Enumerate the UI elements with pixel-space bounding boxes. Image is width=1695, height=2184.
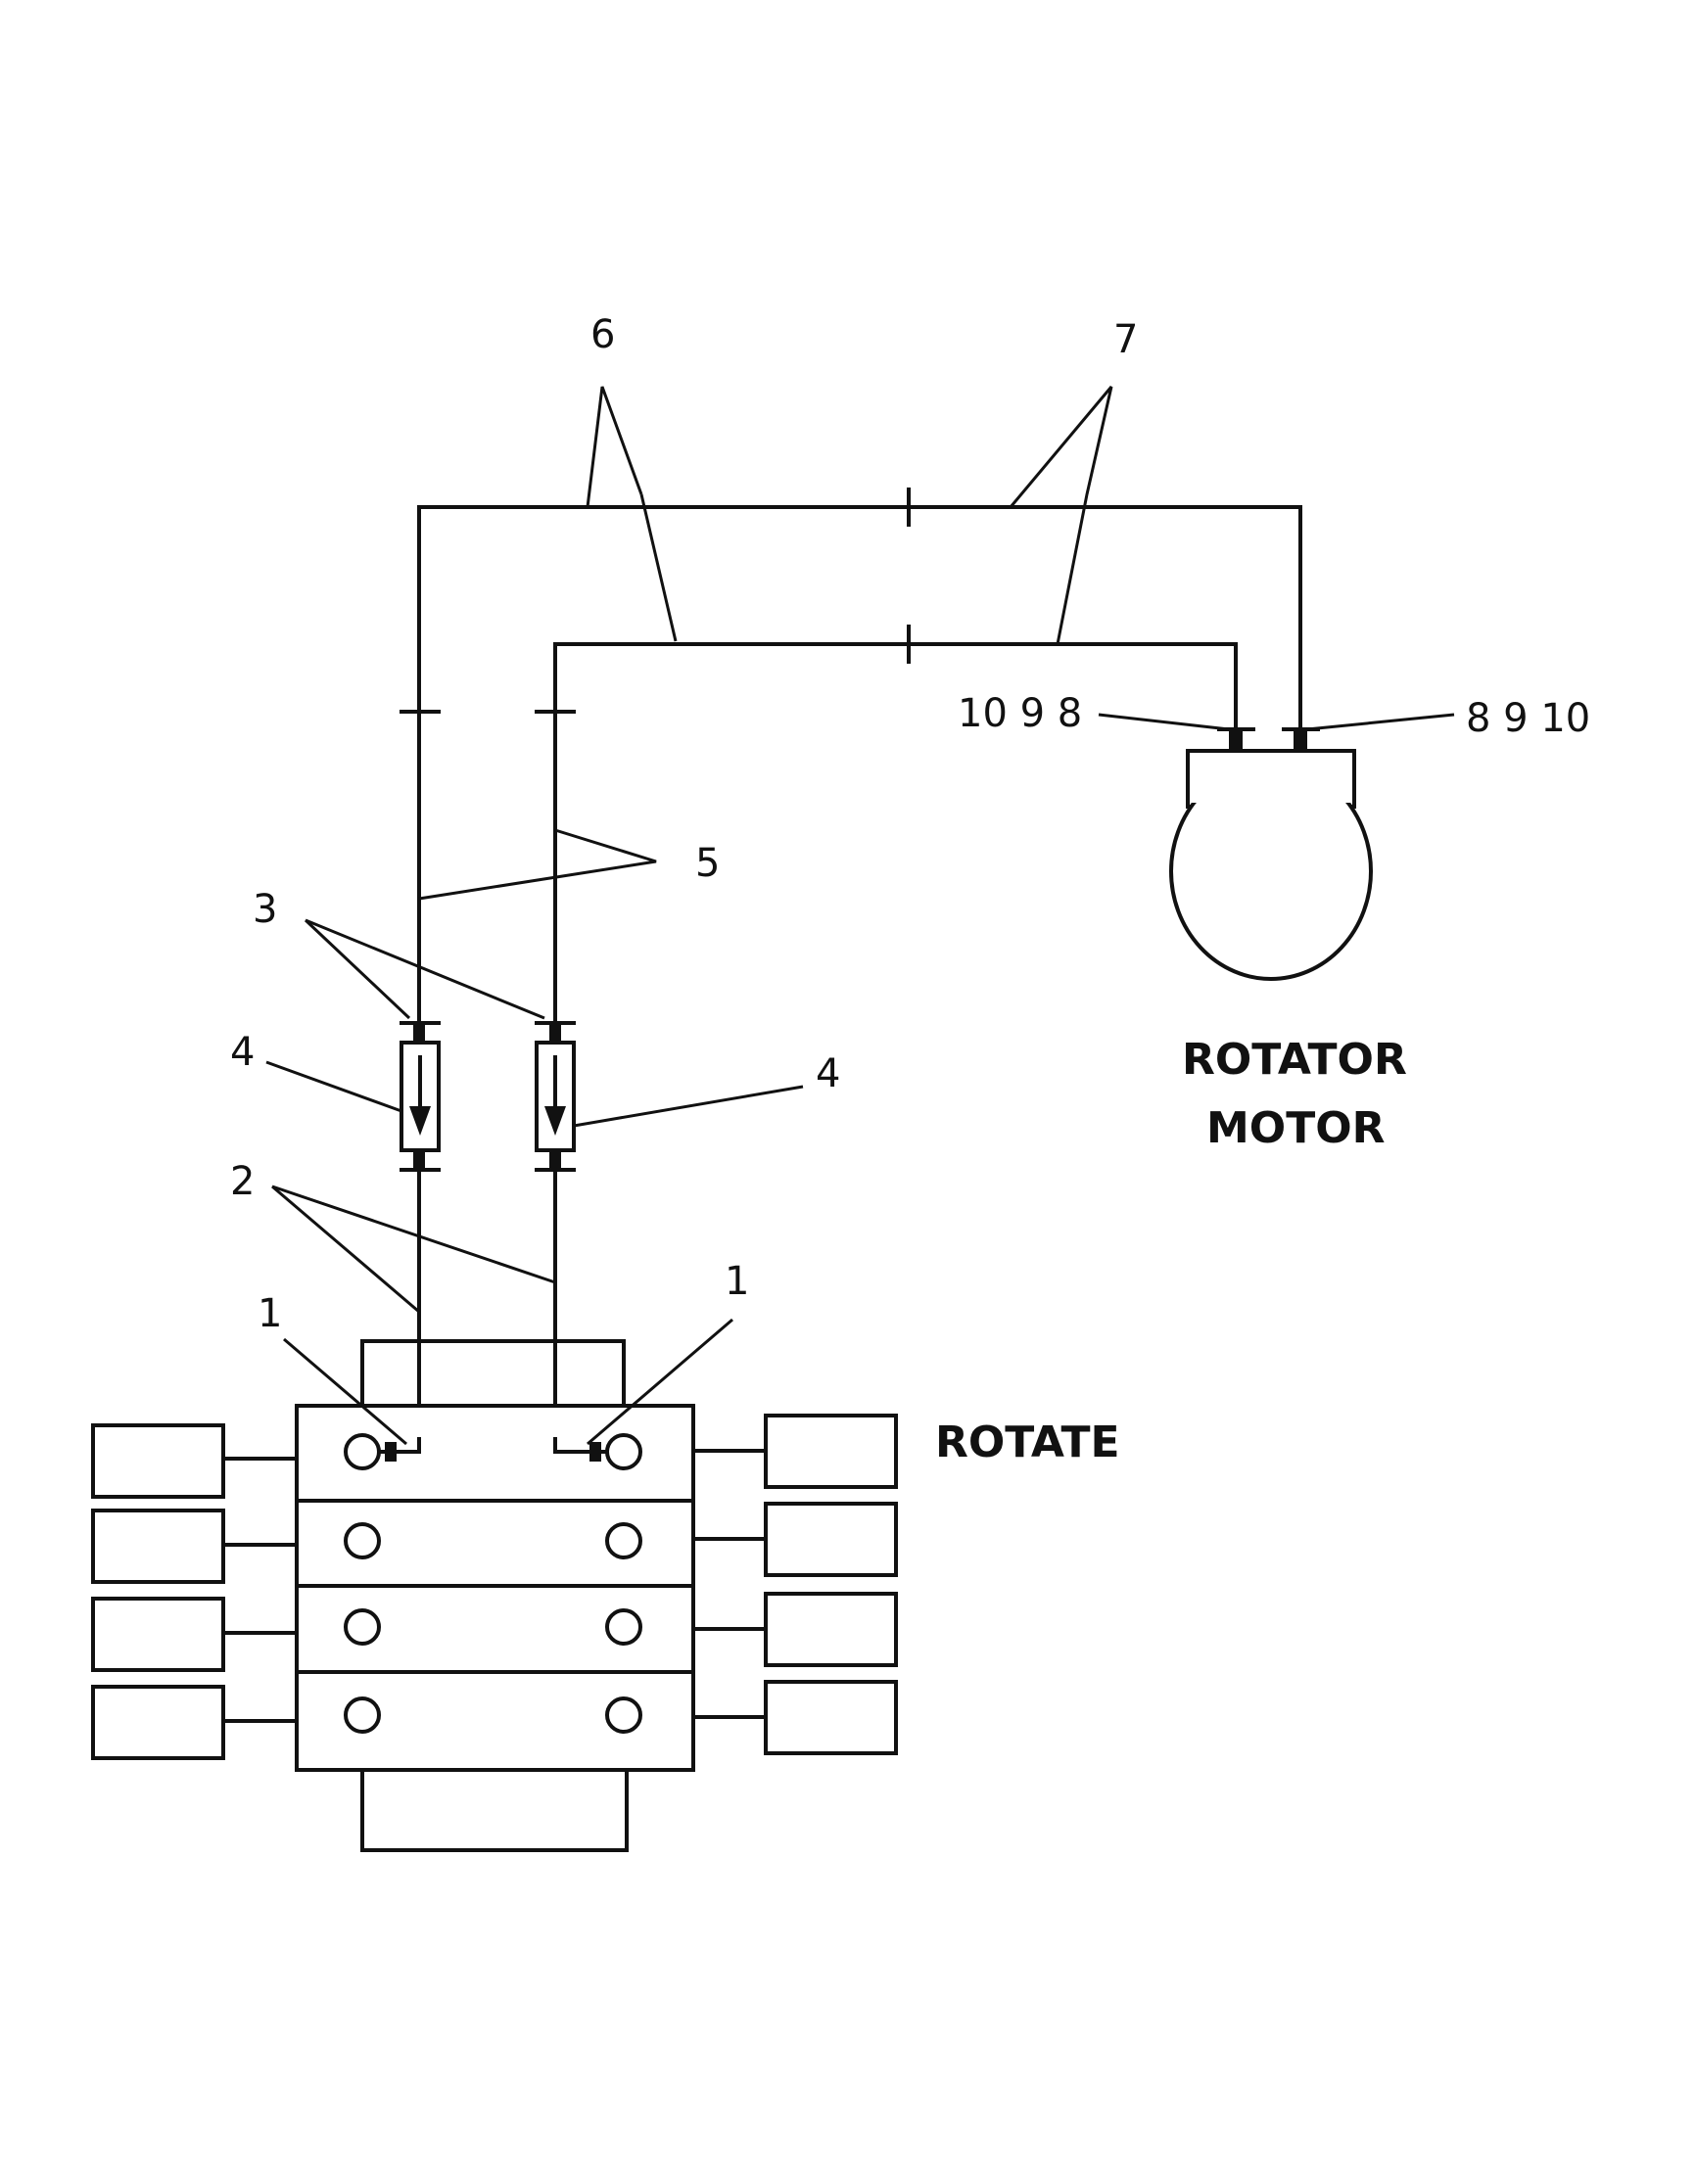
left-levers [91, 1423, 299, 1760]
check-valve-right [535, 1021, 576, 1172]
callout-3: 3 [253, 887, 277, 932]
rotate-label: ROTATE [935, 1417, 1120, 1467]
check-valve-left [400, 1021, 441, 1172]
callout-4-right: 4 [816, 1051, 840, 1096]
callout-leaders [265, 386, 1455, 1446]
callout-numbers: 6 7 10 9 8 8 9 10 5 3 4 4 2 1 1 [230, 312, 1590, 1336]
flow-arrow-icon [544, 1106, 566, 1136]
callout-1-right: 1 [725, 1259, 749, 1304]
rotator-motor [1169, 727, 1373, 981]
callout-2: 2 [230, 1159, 255, 1204]
callout-1-left: 1 [258, 1291, 282, 1336]
tube-joint-marks [400, 488, 911, 714]
valve-ports [344, 1433, 642, 1734]
control-valve-bank [91, 1339, 898, 1852]
flow-arrow-icon [409, 1106, 431, 1136]
rotator-motor-label-line1: ROTATOR [1182, 1035, 1407, 1085]
motor-fitting-right [1294, 729, 1307, 751]
port-fittings [377, 1437, 609, 1462]
rotator-motor-label-line2: MOTOR [1206, 1103, 1386, 1153]
callout-5: 5 [695, 841, 720, 886]
right-levers [691, 1414, 898, 1755]
callout-motor-right-fittings: 8 9 10 [1466, 696, 1590, 741]
valve-base [360, 1768, 629, 1852]
valve-top-cover [360, 1339, 626, 1408]
hydraulic-lines [400, 488, 1302, 1441]
motor-fitting-left [1229, 729, 1243, 751]
callout-7: 7 [1113, 317, 1138, 362]
callout-motor-left-fittings: 10 9 8 [958, 691, 1082, 736]
callout-4-left: 4 [230, 1030, 255, 1075]
inner-hydraulic-line [553, 642, 1238, 1441]
component-titles: ROTATOR MOTOR ROTATE [935, 1035, 1407, 1467]
outer-hydraulic-line [417, 505, 1302, 1441]
callout-6: 6 [590, 312, 615, 357]
